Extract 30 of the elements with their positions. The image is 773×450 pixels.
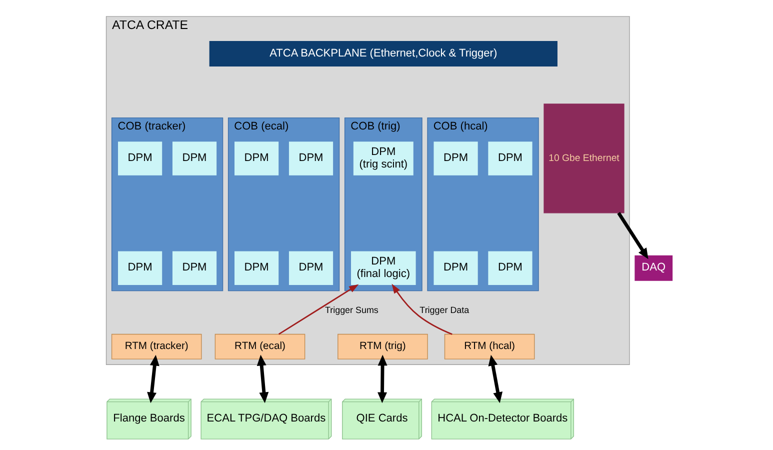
node-box: DPM (final logic) bbox=[350, 250, 416, 286]
node-box: DPM bbox=[433, 250, 479, 286]
node-box: DPM bbox=[234, 140, 280, 176]
node-box: DPM (trig scint) bbox=[352, 140, 414, 176]
edge-label: Trigger Data bbox=[420, 305, 470, 316]
node-box: ATCA BACKPLANE (Ethernet,Clock & Trigger) bbox=[209, 40, 558, 66]
node-box: DPM bbox=[172, 250, 218, 286]
node-box: DAQ bbox=[634, 255, 673, 281]
edge-label: Trigger Sums bbox=[324, 305, 378, 316]
node-box: DPM bbox=[234, 250, 280, 286]
arrow bbox=[617, 212, 648, 260]
node-box: DPM bbox=[487, 250, 533, 286]
node-box: 10 Gbe Ethernet bbox=[544, 104, 624, 214]
node-box: RTM (tracker) bbox=[111, 334, 202, 360]
node-box: DPM bbox=[288, 250, 334, 286]
node-box: DPM bbox=[117, 250, 163, 286]
node-box: RTM (hcal) bbox=[444, 334, 535, 360]
node-box: DPM bbox=[117, 140, 163, 176]
arrow bbox=[488, 354, 503, 404]
arrow bbox=[278, 284, 359, 335]
node-box: RTM (trig) bbox=[338, 334, 428, 360]
arrow bbox=[256, 354, 269, 404]
node-box: DPM bbox=[433, 140, 479, 176]
node-box: RTM (ecal) bbox=[214, 334, 306, 360]
arrow bbox=[378, 354, 388, 404]
node-box: DPM bbox=[288, 140, 334, 176]
node-box: DPM bbox=[487, 140, 533, 176]
arrow bbox=[392, 284, 452, 335]
node-box: DPM bbox=[172, 140, 218, 176]
arrow bbox=[147, 354, 160, 404]
